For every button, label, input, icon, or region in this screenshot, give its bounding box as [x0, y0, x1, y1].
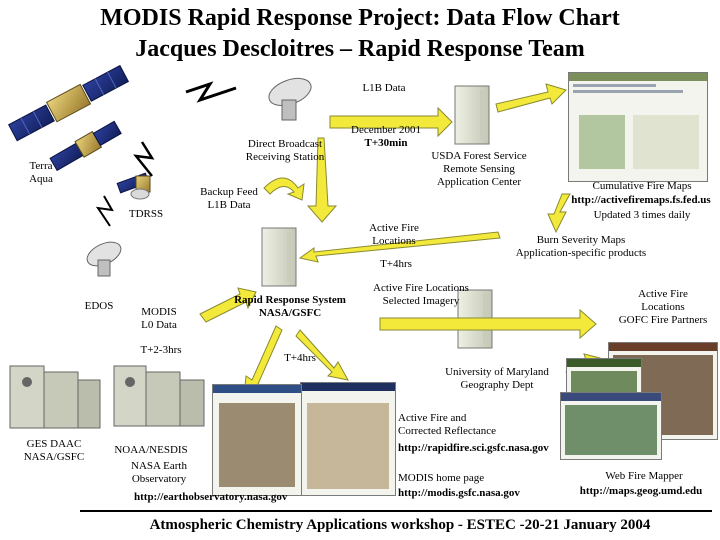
arrow-backup-loop: [263, 177, 305, 201]
tdrss-satellite-icon: [116, 172, 151, 200]
terra-satellite-icon: [8, 64, 130, 142]
label-afl-selected-line-1: Active Fire Locations: [373, 282, 469, 294]
arrow-web-to-burn: [547, 193, 571, 234]
label-active-fire-reflectance: Active Fire and Corrected Reflectance: [398, 412, 538, 438]
label-umd-line-2: Geography Dept: [460, 379, 534, 391]
label-active-fire-locations-line-2: Locations: [372, 235, 416, 247]
label-edos: EDOS: [84, 300, 114, 312]
label-active-fire-reflectance-line-1: Active Fire and: [398, 412, 467, 424]
label-active-fire-locations-line-1: Active Fire: [369, 222, 419, 234]
arrow-burn-to-rrs: [298, 231, 501, 263]
label-rapid-response-system-line-2: NASA/GSFC: [258, 307, 322, 319]
footer-text: Atmospheric Chemistry Applications works…: [149, 517, 651, 533]
page-title: MODIS Rapid Response Project: Data Flow …: [100, 5, 620, 31]
edos-dish-icon: [86, 241, 122, 277]
label-umd: University of Maryland Geography Dept: [432, 366, 562, 392]
label-usda-line-2: Remote Sensing: [443, 163, 515, 175]
label-modis-l0-line-1: MODIS: [141, 306, 177, 318]
signal-lightning-icon: [185, 81, 237, 103]
link-maps-geog[interactable]: http://maps.geog.umd.edu: [579, 485, 703, 497]
label-gofc: Active Fire Locations GOFC Fire Partners: [608, 288, 718, 327]
label-december-line-1: December 2001: [351, 124, 421, 136]
label-backup-feed-line-1: Backup Feed: [200, 186, 258, 198]
label-backup-feed: Backup Feed L1B Data: [186, 186, 272, 212]
label-modis-l0: MODIS L0 Data: [132, 306, 186, 332]
rapid-response-page-thumbnail: [212, 384, 302, 496]
label-backup-feed-line-2: L1B Data: [207, 199, 251, 211]
label-burn-severity-line-2: Application-specific products: [515, 247, 647, 259]
signal-lightning-icon-2: [133, 141, 155, 177]
label-terra-aqua: Terra Aqua: [14, 160, 68, 186]
arrow-rrs-to-gofc: [379, 308, 597, 340]
label-web-fire-mapper: Web Fire Mapper: [605, 470, 683, 482]
link-rapidfire[interactable]: http://rapidfire.sci.gsfc.nasa.gov: [398, 442, 549, 454]
label-december-line-2: T+30min: [364, 137, 408, 149]
label-t2-3hrs: T+2-3hrs: [140, 344, 182, 356]
label-usda-line-3: Application Center: [436, 176, 521, 188]
arrow-l1b-to-usda: [329, 106, 453, 138]
modis-page-thumbnail: [560, 392, 662, 460]
label-usda-line-1: USDA Forest Service: [431, 150, 527, 162]
link-earth-observatory[interactable]: http://earthobservatory.nasa.gov: [134, 491, 288, 503]
label-tdrss: TDRSS: [128, 208, 164, 220]
usda-website-thumbnail: [568, 72, 708, 182]
label-modis-home: MODIS home page: [398, 472, 485, 484]
signal-lightning-icon-3: [95, 195, 114, 227]
label-burn-severity-line-1: Burn Severity Maps: [536, 234, 626, 246]
label-usda: USDA Forest Service Remote Sensing Appli…: [416, 150, 542, 189]
label-t4hrs-b: T+4hrs: [284, 352, 316, 364]
label-direct-broadcast: Direct Broadcast Receiving Station: [230, 138, 340, 164]
label-fs-url: http://activefiremaps.fs.fed.us: [571, 194, 711, 206]
label-active-fire-locations: Active Fire Locations: [352, 222, 436, 248]
server-usda-icon: [454, 85, 490, 145]
arrow-modis-to-rrs: [199, 287, 257, 323]
label-ges-daac-line-2: NASA/GSFC: [23, 451, 85, 463]
arrow-usda-to-web: [495, 83, 567, 113]
label-terra: Terra: [29, 160, 53, 172]
label-noaa: NOAA/NESDIS: [114, 444, 188, 456]
label-earth-observatory-line-1: NASA Earth: [131, 460, 187, 472]
label-updated: Updated 3 times daily: [593, 209, 691, 221]
label-t4hrs-a: T+4hrs: [380, 258, 412, 270]
arrow-down-rrs: [306, 137, 338, 223]
label-burn-severity: Burn Severity Maps Application-specific …: [506, 234, 656, 260]
label-rapid-response-system-line-1: Rapid Response System: [234, 294, 346, 306]
ges-daac-rack-icon: [9, 365, 101, 429]
direct-broadcast-dish-icon: [268, 77, 312, 121]
label-l1b-data: L1B Data: [362, 82, 406, 94]
noaa-rack-icon: [113, 365, 205, 427]
label-earth-observatory: NASA Earth Observatory: [124, 460, 194, 486]
label-afl-selected-line-2: Selected Imagery: [382, 295, 460, 307]
label-cumulative-fire-maps: Cumulative Fire Maps: [592, 180, 692, 192]
label-gofc-line-3: GOFC Fire Partners: [618, 314, 708, 326]
arrow-rrs-down-right: [295, 329, 349, 381]
link-modis[interactable]: http://modis.gsfc.nasa.gov: [398, 487, 520, 499]
label-december: December 2001 T+30min: [338, 124, 434, 150]
label-active-fire-reflectance-line-2: Corrected Reflectance: [398, 425, 497, 437]
label-gofc-line-1: Active Fire: [638, 288, 688, 300]
label-direct-broadcast-line-2: Receiving Station: [245, 151, 325, 163]
label-earth-observatory-line-2: Observatory: [131, 473, 187, 485]
label-afl-selected: Active Fire Locations Selected Imagery: [364, 282, 478, 308]
earth-observatory-thumbnail: [300, 382, 396, 496]
server-rrs-icon: [261, 227, 297, 287]
label-gofc-line-2: Locations: [641, 301, 685, 313]
aqua-satellite-icon: [49, 120, 122, 172]
label-ges-daac-line-1: GES DAAC: [26, 438, 82, 450]
label-ges-daac: GES DAAC NASA/GSFC: [14, 438, 94, 464]
label-rapid-response-system: Rapid Response System NASA/GSFC: [220, 294, 360, 320]
label-modis-l0-line-2: L0 Data: [141, 319, 177, 331]
label-umd-line-1: University of Maryland: [445, 366, 549, 378]
label-direct-broadcast-line-1: Direct Broadcast: [247, 138, 323, 150]
label-aqua: Aqua: [29, 173, 53, 185]
page-subtitle: Jacques Descloitres – Rapid Response Tea…: [135, 36, 585, 62]
